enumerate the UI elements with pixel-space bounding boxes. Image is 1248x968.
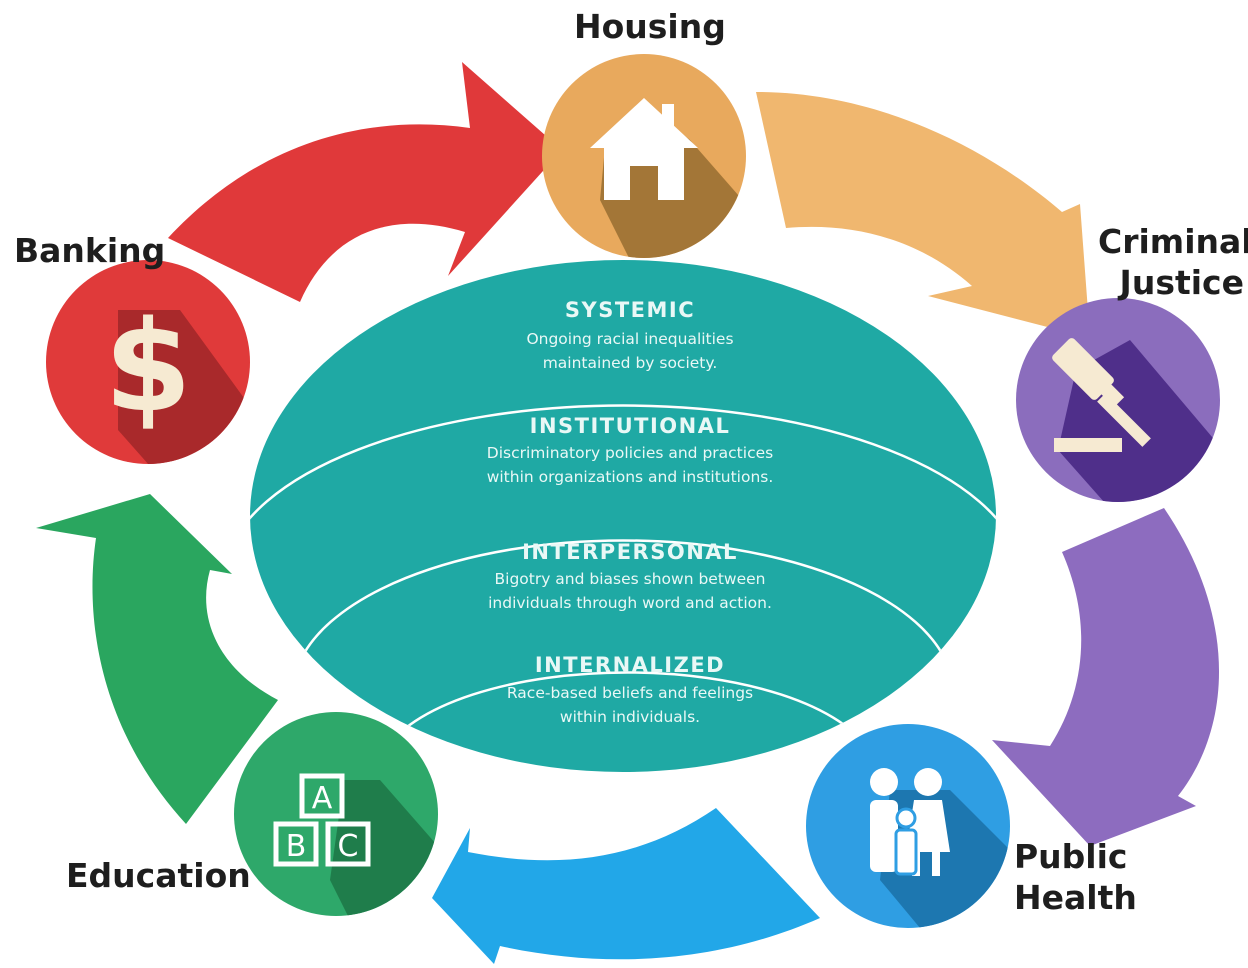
systemic-title: SYSTEMIC <box>564 298 696 322</box>
housing-badge <box>542 54 746 258</box>
layer-divider-1 <box>250 404 996 561</box>
interpersonal-description: Bigotry and biases shown between individ… <box>488 570 772 612</box>
banking-badge: $ <box>46 260 250 464</box>
criminal-justice-label: Criminal Justice <box>1098 222 1248 302</box>
institutional-title: INSTITUTIONAL <box>529 414 731 438</box>
public-health-label: Public Health <box>1014 837 1137 917</box>
gavel-icon <box>1052 338 1151 452</box>
family-icon <box>870 768 950 876</box>
interpersonal-title: INTERPERSONAL <box>522 540 738 564</box>
internalized-description: Race-based beliefs and feelings within i… <box>506 684 754 726</box>
arrow-housing-to-criminal-justice <box>756 92 1090 338</box>
internalized-title: INTERNALIZED <box>534 653 726 677</box>
public-health-badge <box>806 724 1010 928</box>
systemic-description: Ongoing racial inequalities maintained b… <box>526 330 734 372</box>
institutional-description: Discriminatory policies and practices wi… <box>486 444 774 486</box>
house-icon <box>590 98 698 200</box>
criminal-justice-badge <box>1016 298 1220 502</box>
arrow-criminal-justice-to-public-health <box>992 508 1220 846</box>
arrow-public-health-to-education <box>432 808 820 964</box>
housing-label: Housing <box>574 7 726 46</box>
abc-blocks-icon: A B C <box>273 773 371 867</box>
racism-levels-oval <box>250 260 996 772</box>
svg-text:B: B <box>286 829 307 864</box>
layer-divider-3 <box>382 671 872 753</box>
arrow-education-to-banking <box>36 494 278 824</box>
education-label: Education <box>66 856 251 895</box>
banking-label: Banking <box>14 231 166 270</box>
dollar-icon: $ <box>104 293 192 440</box>
svg-text:C: C <box>338 829 359 864</box>
education-badge: A B C <box>234 712 438 916</box>
arrow-banking-to-housing <box>168 62 562 302</box>
layer-divider-2 <box>294 539 952 673</box>
svg-text:A: A <box>312 781 333 816</box>
